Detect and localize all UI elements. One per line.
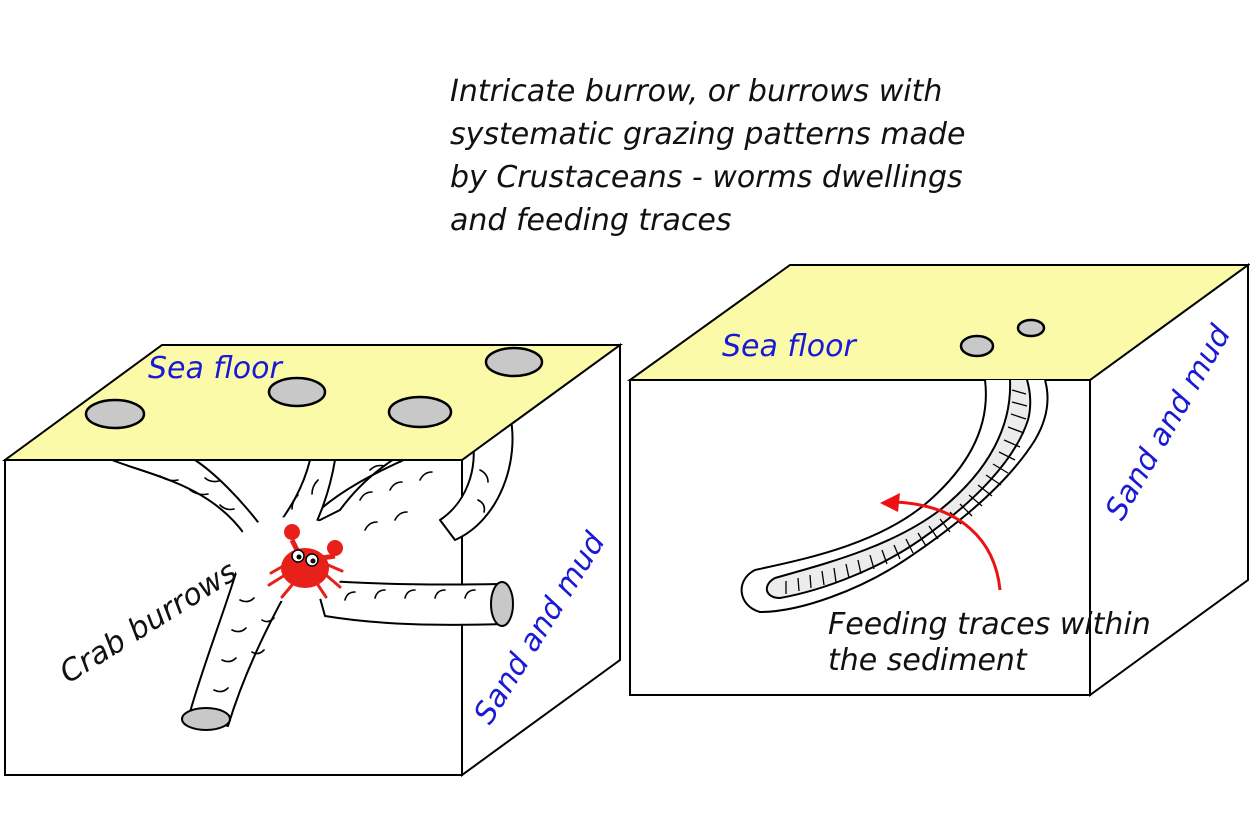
right-sediment-block: Sea floor Sand and mud Feeding traces wi… — [626, 263, 1250, 697]
heading-line-3: by Crustaceans - worms dwellings — [450, 160, 963, 195]
burrow-wall-marks — [159, 446, 489, 693]
burrow-branch-right-tube — [314, 579, 506, 626]
left-sea-floor-label: Sea floor — [148, 351, 284, 386]
burrow-branch-back — [439, 414, 514, 541]
hole-1 — [84, 398, 146, 430]
diagram-heading: Intricate burrow, or burrows with system… — [450, 70, 1010, 242]
right-block-top-face — [626, 264, 1250, 381]
heading-line-4: and feeding traces — [450, 203, 732, 238]
feeding-trace-arrow — [880, 493, 1002, 591]
hole-6 — [1016, 318, 1046, 338]
feeding-traces-label-line-1: Feeding traces within — [828, 607, 1151, 642]
trace-inner-band — [765, 379, 1032, 600]
heading-line-2: systematic grazing patterns made — [450, 117, 966, 152]
feeding-trace-burrow — [740, 379, 1049, 614]
left-sediment-block: Sea floor Crab burrows Sand and mud — [1, 343, 624, 777]
hole-4 — [484, 346, 544, 378]
hole-2 — [267, 376, 327, 408]
burrow-bottom-opening — [181, 707, 231, 731]
hole-3 — [387, 395, 453, 429]
crab-icon — [267, 524, 344, 599]
sea-floor-holes — [84, 346, 544, 430]
right-sea-floor-label: Sea floor — [722, 329, 858, 364]
feeding-traces-label-line-2: the sediment — [828, 643, 1028, 678]
burrow-right-opening — [490, 581, 514, 627]
burrow-branch-down — [189, 559, 297, 727]
heading-line-1: Intricate burrow, or burrows with — [450, 74, 943, 109]
hole-5 — [959, 334, 995, 358]
right-sea-floor-holes — [959, 318, 1046, 358]
